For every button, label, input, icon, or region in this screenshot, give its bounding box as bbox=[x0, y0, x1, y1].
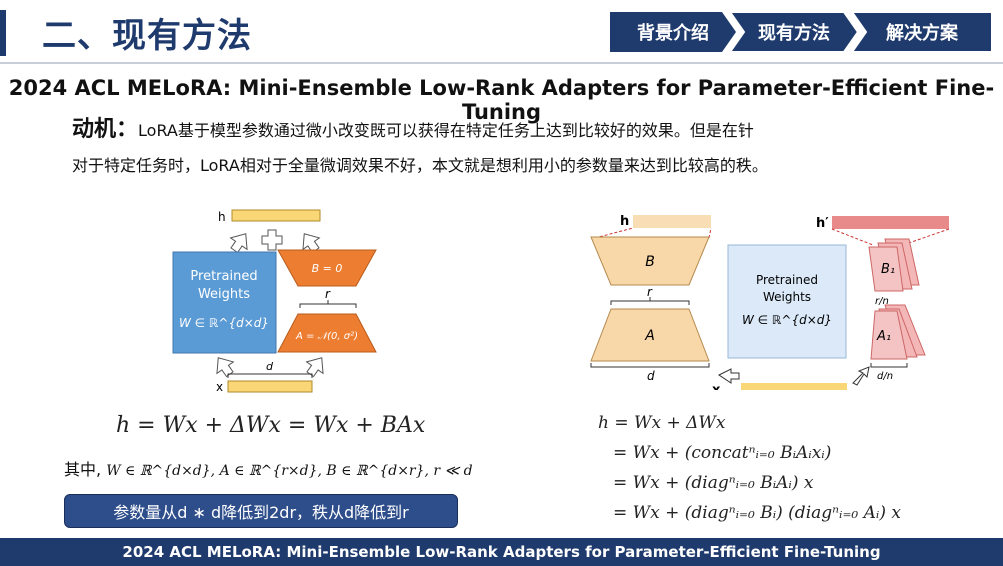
melora-arrow-x-right-icon bbox=[852, 366, 870, 386]
melora-h-bar bbox=[633, 215, 711, 228]
motivation-line-2: 对于特定任务时，LoRA相对于全量微调效果不好，本文就是想利用小的参数量来达到比… bbox=[72, 156, 768, 175]
melora-dn-label: d/n bbox=[877, 371, 893, 382]
melora-hprime-dash-left bbox=[831, 228, 874, 246]
melora-equation-3: = Wx + (diagⁿᵢ₌₀ BᵢAᵢ) x bbox=[613, 473, 814, 493]
lora-h-bar bbox=[231, 209, 321, 222]
melora-rn-label: r/n bbox=[875, 296, 889, 307]
lora-d-brace bbox=[227, 373, 313, 378]
lora-equation: h = Wx + ΔWx = Wx + BAx bbox=[116, 413, 426, 438]
melora-a-matrix bbox=[590, 308, 710, 362]
lora-pretrained-line1: Pretrained bbox=[190, 269, 257, 284]
melora-d-brace bbox=[590, 363, 710, 368]
motivation-line-1: LoRA基于模型参数通过微小改变既可以获得在特定任务上达到比较好的效果。但是在针 bbox=[138, 121, 754, 140]
lora-where-text: 其中, W ∈ ℝ^{d×d}, A ∈ ℝ^{r×d}, B ∈ ℝ^{d×r… bbox=[64, 456, 473, 480]
melora-a-label: A bbox=[644, 328, 655, 344]
melora-hprime-label: h′ bbox=[816, 216, 829, 231]
melora-r-brace bbox=[610, 297, 690, 305]
melora-d-label: d bbox=[647, 369, 655, 383]
melora-hprime-bar bbox=[832, 216, 949, 229]
melora-b-label: B bbox=[645, 254, 655, 270]
melora-pretrained-line2: Weights bbox=[763, 290, 811, 304]
lora-arrow-x-left-icon bbox=[216, 357, 235, 378]
paper-title: 2024 ACL MELoRA: Mini-Ensemble Low-Rank … bbox=[8, 76, 995, 124]
lora-r-label: r bbox=[325, 287, 331, 301]
lora-pretrained-box bbox=[172, 251, 277, 354]
melora-b1-matrix bbox=[868, 246, 904, 292]
melora-dash-right bbox=[708, 227, 712, 239]
melora-a1-matrix bbox=[870, 310, 908, 360]
lora-b-matrix bbox=[277, 249, 377, 287]
melora-b-matrix bbox=[590, 236, 710, 286]
lora-x-bar bbox=[227, 380, 313, 393]
melora-x-bar bbox=[741, 383, 847, 390]
motivation-label: 动机： bbox=[72, 117, 139, 142]
melora-equation-1: h = Wx + ΔWx bbox=[598, 413, 726, 433]
tab-background-label: 背景介绍 bbox=[637, 23, 709, 44]
footer-bar: 2024 ACL MELoRA: Mini-Ensemble Low-Rank … bbox=[0, 538, 1003, 566]
motivation-text: 动机：LoRA基于模型参数通过微小改变既可以获得在特定任务上达到比较好的效果。但… bbox=[72, 112, 952, 175]
tab-solution-shape bbox=[852, 12, 992, 52]
tab-background[interactable]: 背景介绍 bbox=[610, 12, 736, 52]
lora-a-matrix bbox=[277, 313, 377, 353]
tab-solution[interactable]: 解决方案 bbox=[852, 12, 992, 52]
melora-x-label: x bbox=[712, 383, 721, 390]
lora-d-label: d bbox=[266, 360, 274, 373]
where-prefix: 其中, bbox=[64, 460, 102, 479]
melora-equation-2: = Wx + (concatⁿᵢ₌₀ BᵢAᵢxᵢ) bbox=[613, 443, 832, 463]
tab-background-shape bbox=[610, 12, 736, 52]
lora-diagram: h Pretrained Weights W ∈ ℝ^{d×d} B = 0 r… bbox=[172, 209, 377, 394]
melora-pretrained-line1: Pretrained bbox=[756, 273, 818, 287]
melora-diagram: h B r A d Pretrained Weights W ∈ ℝ^{d×d}… bbox=[590, 214, 950, 390]
lora-x-label: x bbox=[216, 380, 223, 394]
tab-solution-label: 解决方案 bbox=[886, 23, 958, 44]
parameter-reduction-callout: 参数量从d ∗ d降低到2dr，秩从d降低到r bbox=[64, 494, 458, 528]
melora-dash-left bbox=[594, 227, 634, 239]
melora-equation-4: = Wx + (diagⁿᵢ₌₀ Bᵢ) (diagⁿᵢ₌₀ Aᵢ) x bbox=[613, 503, 901, 523]
melora-h-label: h bbox=[620, 214, 629, 229]
melora-hprime-dash-right bbox=[902, 228, 950, 246]
melora-b1-label: B₁ bbox=[881, 262, 895, 277]
lora-a-label: A = 𝒩(0, σ²) bbox=[295, 331, 358, 342]
header-accent bbox=[0, 10, 6, 56]
lora-arrow-left-icon bbox=[229, 233, 248, 254]
header-bar: 二、现有方法 bbox=[0, 0, 1003, 66]
lora-r-brace bbox=[299, 300, 357, 308]
melora-pretrained-box bbox=[727, 244, 847, 359]
lora-arrow-right-icon bbox=[302, 233, 321, 254]
lora-h-label: h bbox=[218, 210, 226, 224]
lora-weight-formula: W ∈ ℝ^{d×d} bbox=[179, 316, 269, 330]
melora-arrow-x-left-icon bbox=[718, 368, 740, 384]
slide-title: 二、现有方法 bbox=[42, 16, 252, 56]
footer-text: 2024 ACL MELoRA: Mini-Ensemble Low-Rank … bbox=[122, 543, 881, 561]
plus-icon bbox=[261, 229, 283, 251]
tab-existing-methods-label: 现有方法 bbox=[758, 23, 830, 44]
header-divider bbox=[0, 62, 1003, 64]
tab-existing-methods[interactable]: 现有方法 bbox=[730, 12, 858, 52]
callout-text: 参数量从d ∗ d降低到2dr，秩从d降低到r bbox=[113, 503, 409, 522]
lora-arrow-x-right-icon bbox=[305, 357, 324, 378]
melora-dn-brace bbox=[870, 363, 908, 368]
melora-weight-formula: W ∈ ℝ^{d×d} bbox=[742, 313, 832, 327]
where-math: W ∈ ℝ^{d×d}, A ∈ ℝ^{r×d}, B ∈ ℝ^{d×r}, r… bbox=[106, 463, 473, 479]
lora-pretrained-line2: Weights bbox=[198, 287, 250, 302]
lora-b-label: B = 0 bbox=[312, 262, 343, 275]
melora-a1-label: A₁ bbox=[876, 329, 891, 344]
tab-existing-methods-shape bbox=[730, 12, 858, 52]
melora-r-label: r bbox=[647, 285, 653, 299]
